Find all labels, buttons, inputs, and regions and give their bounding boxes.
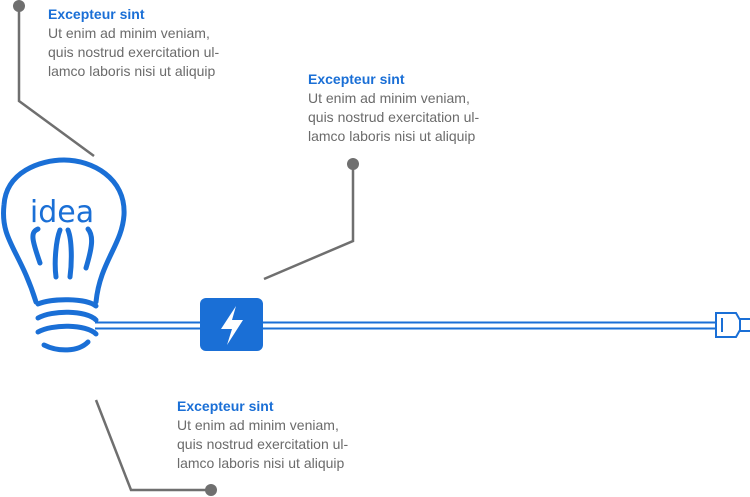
callout-title: Excepteur sint [48, 6, 145, 22]
callout-text-line: Ut enim ad minim veniam, [308, 90, 470, 106]
lightning-bolt-icon [221, 306, 243, 345]
callout-text-line: lamco laboris nisi ut aliquip [48, 63, 216, 79]
plug-icon [715, 312, 750, 338]
lightbulb-icon [0, 157, 127, 353]
connector-top-left [17, 6, 95, 158]
connector-dot-bottom [205, 484, 217, 496]
callout-bottom: Excepteur sint Ut enim ad minim veniam, … [177, 397, 407, 473]
connector-lines [17, 6, 355, 492]
callout-title: Excepteur sint [308, 71, 405, 87]
callout-title: Excepteur sint [177, 398, 274, 414]
callout-text-line: quis nostrud exercitation ul- [48, 44, 220, 60]
cable [95, 321, 718, 330]
callout-text-line: Ut enim ad minim veniam, [48, 25, 210, 41]
callout-top-left: Excepteur sint Ut enim ad minim veniam, … [48, 5, 278, 81]
bulb-label: idea [30, 195, 94, 230]
callout-top-right: Excepteur sint Ut enim ad minim veniam, … [308, 70, 538, 146]
connector-dot-top-right [347, 158, 359, 170]
callout-text-line: quis nostrud exercitation ul- [308, 109, 480, 125]
connector-top-right [263, 164, 355, 281]
callout-text-line: Ut enim ad minim veniam, [177, 417, 339, 433]
callout-text-line: lamco laboris nisi ut aliquip [177, 455, 345, 471]
callout-text-line: quis nostrud exercitation ul- [177, 436, 349, 452]
connector-dot-top-left [13, 0, 25, 12]
callout-text-line: lamco laboris nisi ut aliquip [308, 128, 476, 144]
connector-bottom [94, 399, 211, 492]
switch-button[interactable] [200, 298, 263, 351]
